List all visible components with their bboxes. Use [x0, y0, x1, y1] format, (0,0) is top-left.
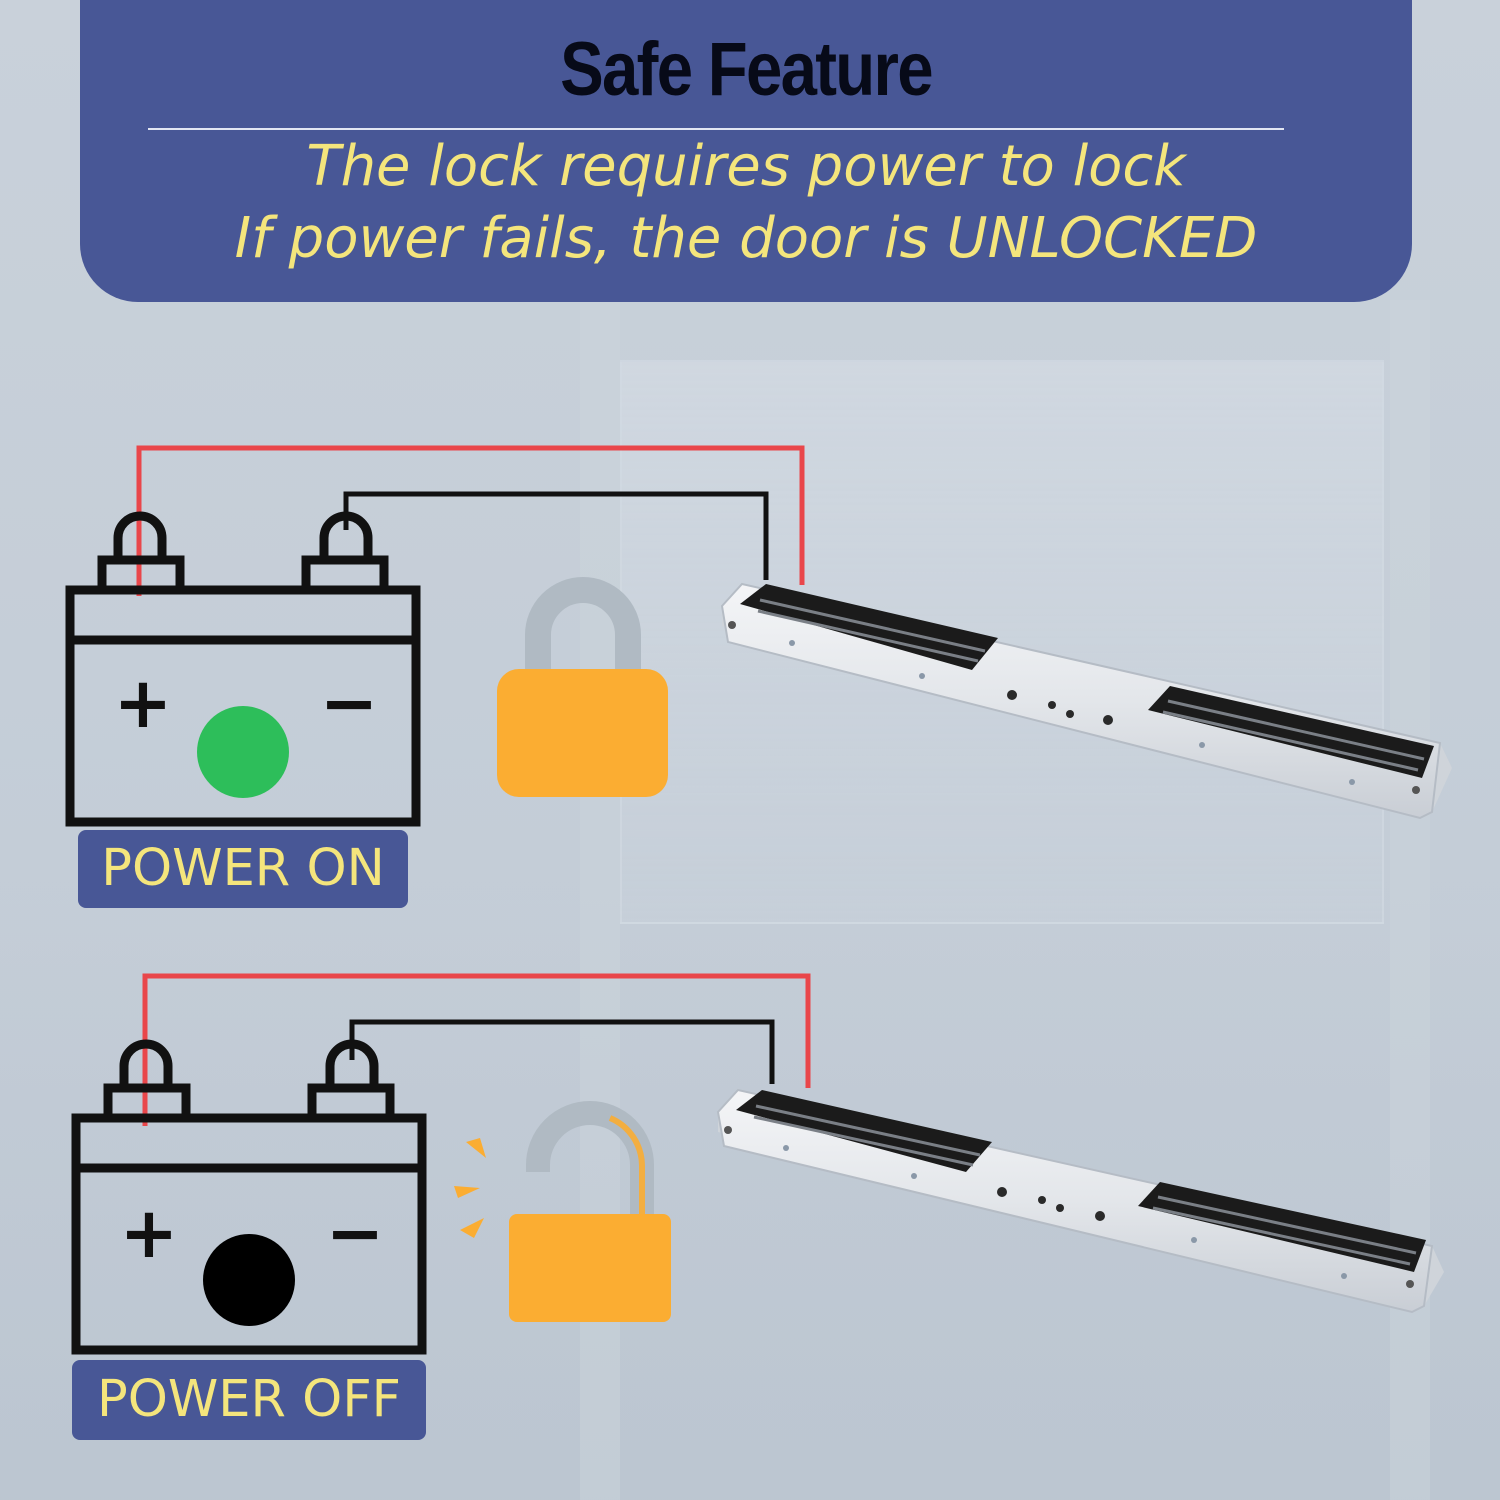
panel-power-on: + −: [65, 445, 1452, 827]
spark-icon: [460, 1218, 484, 1238]
positive-symbol: +: [114, 662, 173, 744]
battery: [65, 511, 421, 827]
power-indicator: [203, 1234, 295, 1326]
negative-wire: [343, 491, 769, 580]
maglock-bottom: [716, 1088, 1444, 1314]
power-off-badge: POWER OFF: [72, 1360, 426, 1440]
negative-wire: [349, 1019, 775, 1084]
panel-power-off: + −: [71, 973, 1444, 1355]
positive-wire: [142, 973, 811, 1126]
banner-divider: [148, 128, 1284, 130]
unlocked-padlock-icon: [454, 1101, 671, 1322]
header-banner: Safe Feature The lock requires power to …: [80, 0, 1412, 302]
banner-line-1: The lock requires power to lock: [306, 134, 1186, 199]
banner-title: Safe Feature: [560, 27, 933, 112]
negative-symbol: −: [326, 1192, 385, 1274]
spark-icon: [454, 1186, 480, 1198]
locked-padlock-icon: [497, 577, 668, 797]
power-indicator: [197, 706, 289, 798]
battery: [71, 1039, 427, 1355]
power-on-badge: POWER ON: [78, 830, 408, 908]
banner-line-2: If power fails, the door is UNLOCKED: [234, 206, 1258, 271]
positive-symbol: +: [120, 1192, 179, 1274]
negative-symbol: −: [320, 662, 379, 744]
positive-wire: [136, 445, 805, 596]
spark-icon: [466, 1138, 486, 1158]
maglock-top: [720, 582, 1452, 820]
